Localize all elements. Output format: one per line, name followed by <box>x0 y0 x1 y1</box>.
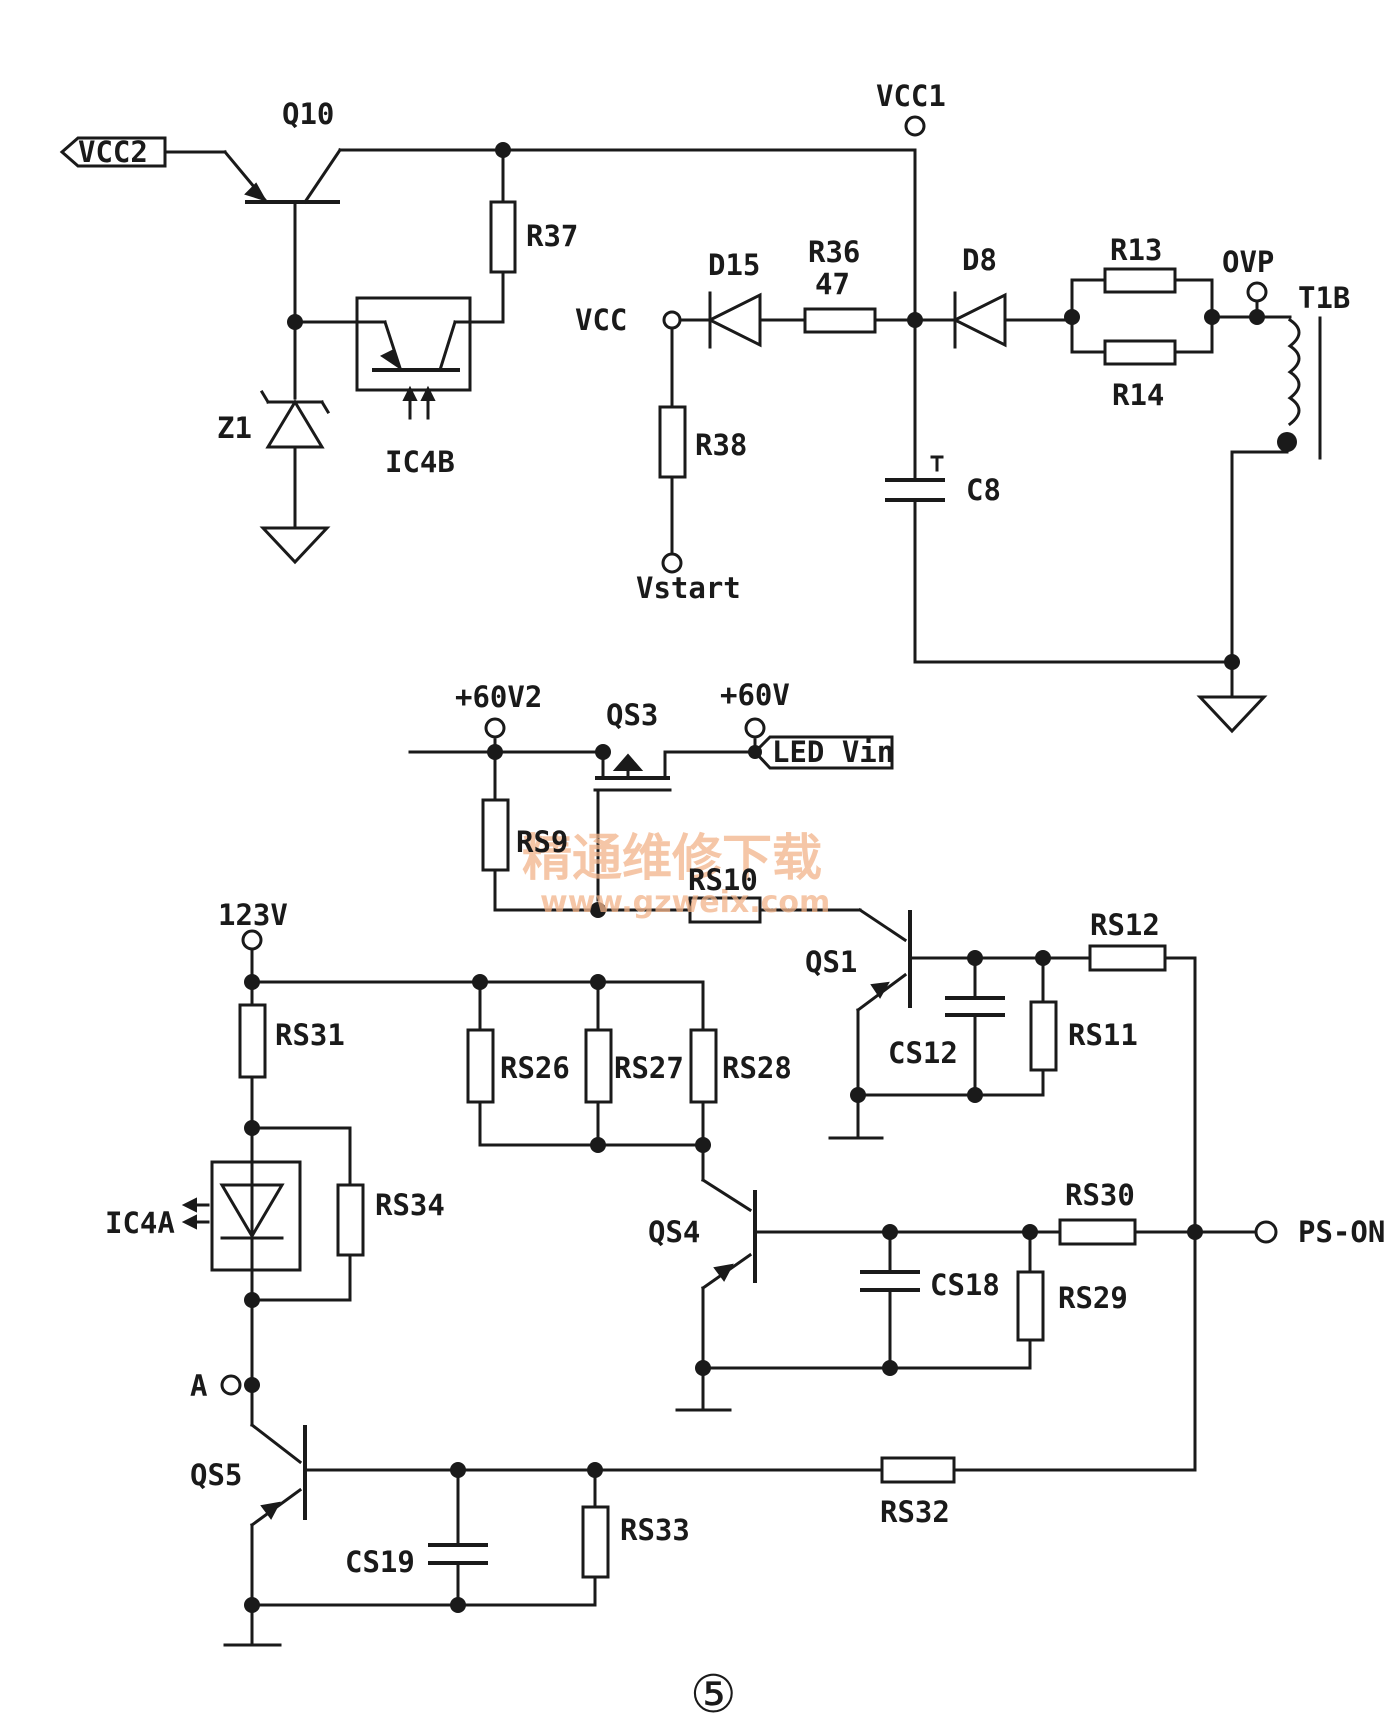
led-vin-port <box>752 735 894 770</box>
label-c8: C8 <box>966 473 1001 507</box>
v60v2-terminal <box>484 717 506 739</box>
qs1-transistor <box>828 910 1197 1472</box>
c8-capacitor <box>885 455 1268 734</box>
label-rs27: RS27 <box>614 1051 684 1085</box>
label-123v: 123V <box>218 898 288 932</box>
component-labels: VCC2 Q10 VCC1 R37 D15 R36 47 D8 R13 OVP … <box>78 79 1385 1579</box>
label-rs11: RS11 <box>1068 1018 1138 1052</box>
label-t1b: T1B <box>1298 281 1350 315</box>
label-rs33: RS33 <box>620 1513 690 1547</box>
label-vstart: Vstart <box>636 571 741 605</box>
ovp-terminal <box>1246 281 1268 303</box>
label-r14: R14 <box>1112 378 1164 412</box>
label-rs34: RS34 <box>375 1188 445 1222</box>
node-a-terminal <box>220 1374 242 1396</box>
label-rs9: RS9 <box>516 825 568 859</box>
label-led-vin: LED Vin <box>772 735 894 769</box>
label-qs5: QS5 <box>190 1458 242 1492</box>
vcc-terminal <box>662 310 682 330</box>
v123-terminal <box>241 929 263 951</box>
vcc-branch <box>658 291 917 558</box>
r37-resistor <box>468 148 517 324</box>
vstart-terminal <box>661 552 683 574</box>
ic4b-optocoupler <box>293 296 472 420</box>
label-d15: D15 <box>708 248 760 282</box>
label-cs19: CS19 <box>345 1545 415 1579</box>
label-cs12: CS12 <box>888 1036 958 1070</box>
top-circuit <box>59 115 1322 734</box>
label-r36-value: 47 <box>815 267 850 301</box>
label-rs28: RS28 <box>722 1051 792 1085</box>
qs5-transistor <box>223 1383 1197 1647</box>
label-rs32: RS32 <box>880 1495 950 1529</box>
label-qs3: QS3 <box>606 698 658 732</box>
label-rs12: RS12 <box>1090 908 1160 942</box>
label-v60v: +60V <box>720 678 790 712</box>
q10-transistor <box>163 147 917 324</box>
z1-zener-diode <box>259 320 331 565</box>
label-z1: Z1 <box>217 411 252 445</box>
label-v60v2: +60V2 <box>455 680 542 714</box>
label-cs18: CS18 <box>930 1268 1000 1302</box>
label-rs29: RS29 <box>1058 1281 1128 1315</box>
watermark-url: www.gzweix.com <box>540 885 830 920</box>
label-rs26: RS26 <box>500 1051 570 1085</box>
label-node-a: A <box>190 1369 207 1403</box>
vcc1-terminal <box>904 115 926 137</box>
label-rs10: RS10 <box>688 863 758 897</box>
label-vcc2: VCC2 <box>78 135 148 169</box>
label-ps-on: PS-ON <box>1298 1215 1385 1249</box>
label-vcc: VCC <box>575 303 627 337</box>
label-d8: D8 <box>962 243 997 277</box>
figure-number: ⑤ <box>690 1665 737 1725</box>
label-ic4a: IC4A <box>105 1206 175 1240</box>
label-r13: R13 <box>1110 233 1162 267</box>
v60v-terminal <box>744 717 766 739</box>
ic4a-led <box>181 1126 365 1387</box>
label-ic4b: IC4B <box>385 445 455 479</box>
rs26-rs27-rs28 <box>466 980 753 1213</box>
label-rs30: RS30 <box>1065 1178 1135 1212</box>
ground-symbol <box>259 526 331 565</box>
t1b-winding <box>1230 315 1322 697</box>
bottom-circuit <box>181 717 1278 1647</box>
label-qs1: QS1 <box>805 945 857 979</box>
ps-on-terminal <box>1254 1220 1278 1244</box>
label-qs4: QS4 <box>648 1215 700 1249</box>
watermark-text: 精通维修下载 <box>522 829 822 887</box>
label-rs31: RS31 <box>275 1018 345 1052</box>
label-r37: R37 <box>526 219 578 253</box>
ground-symbol <box>1196 695 1268 734</box>
label-ovp: OVP <box>1222 245 1274 279</box>
label-vcc1: VCC1 <box>876 79 946 113</box>
label-r36: R36 <box>808 235 860 269</box>
label-q10: Q10 <box>282 97 334 131</box>
label-r38: R38 <box>695 428 747 462</box>
